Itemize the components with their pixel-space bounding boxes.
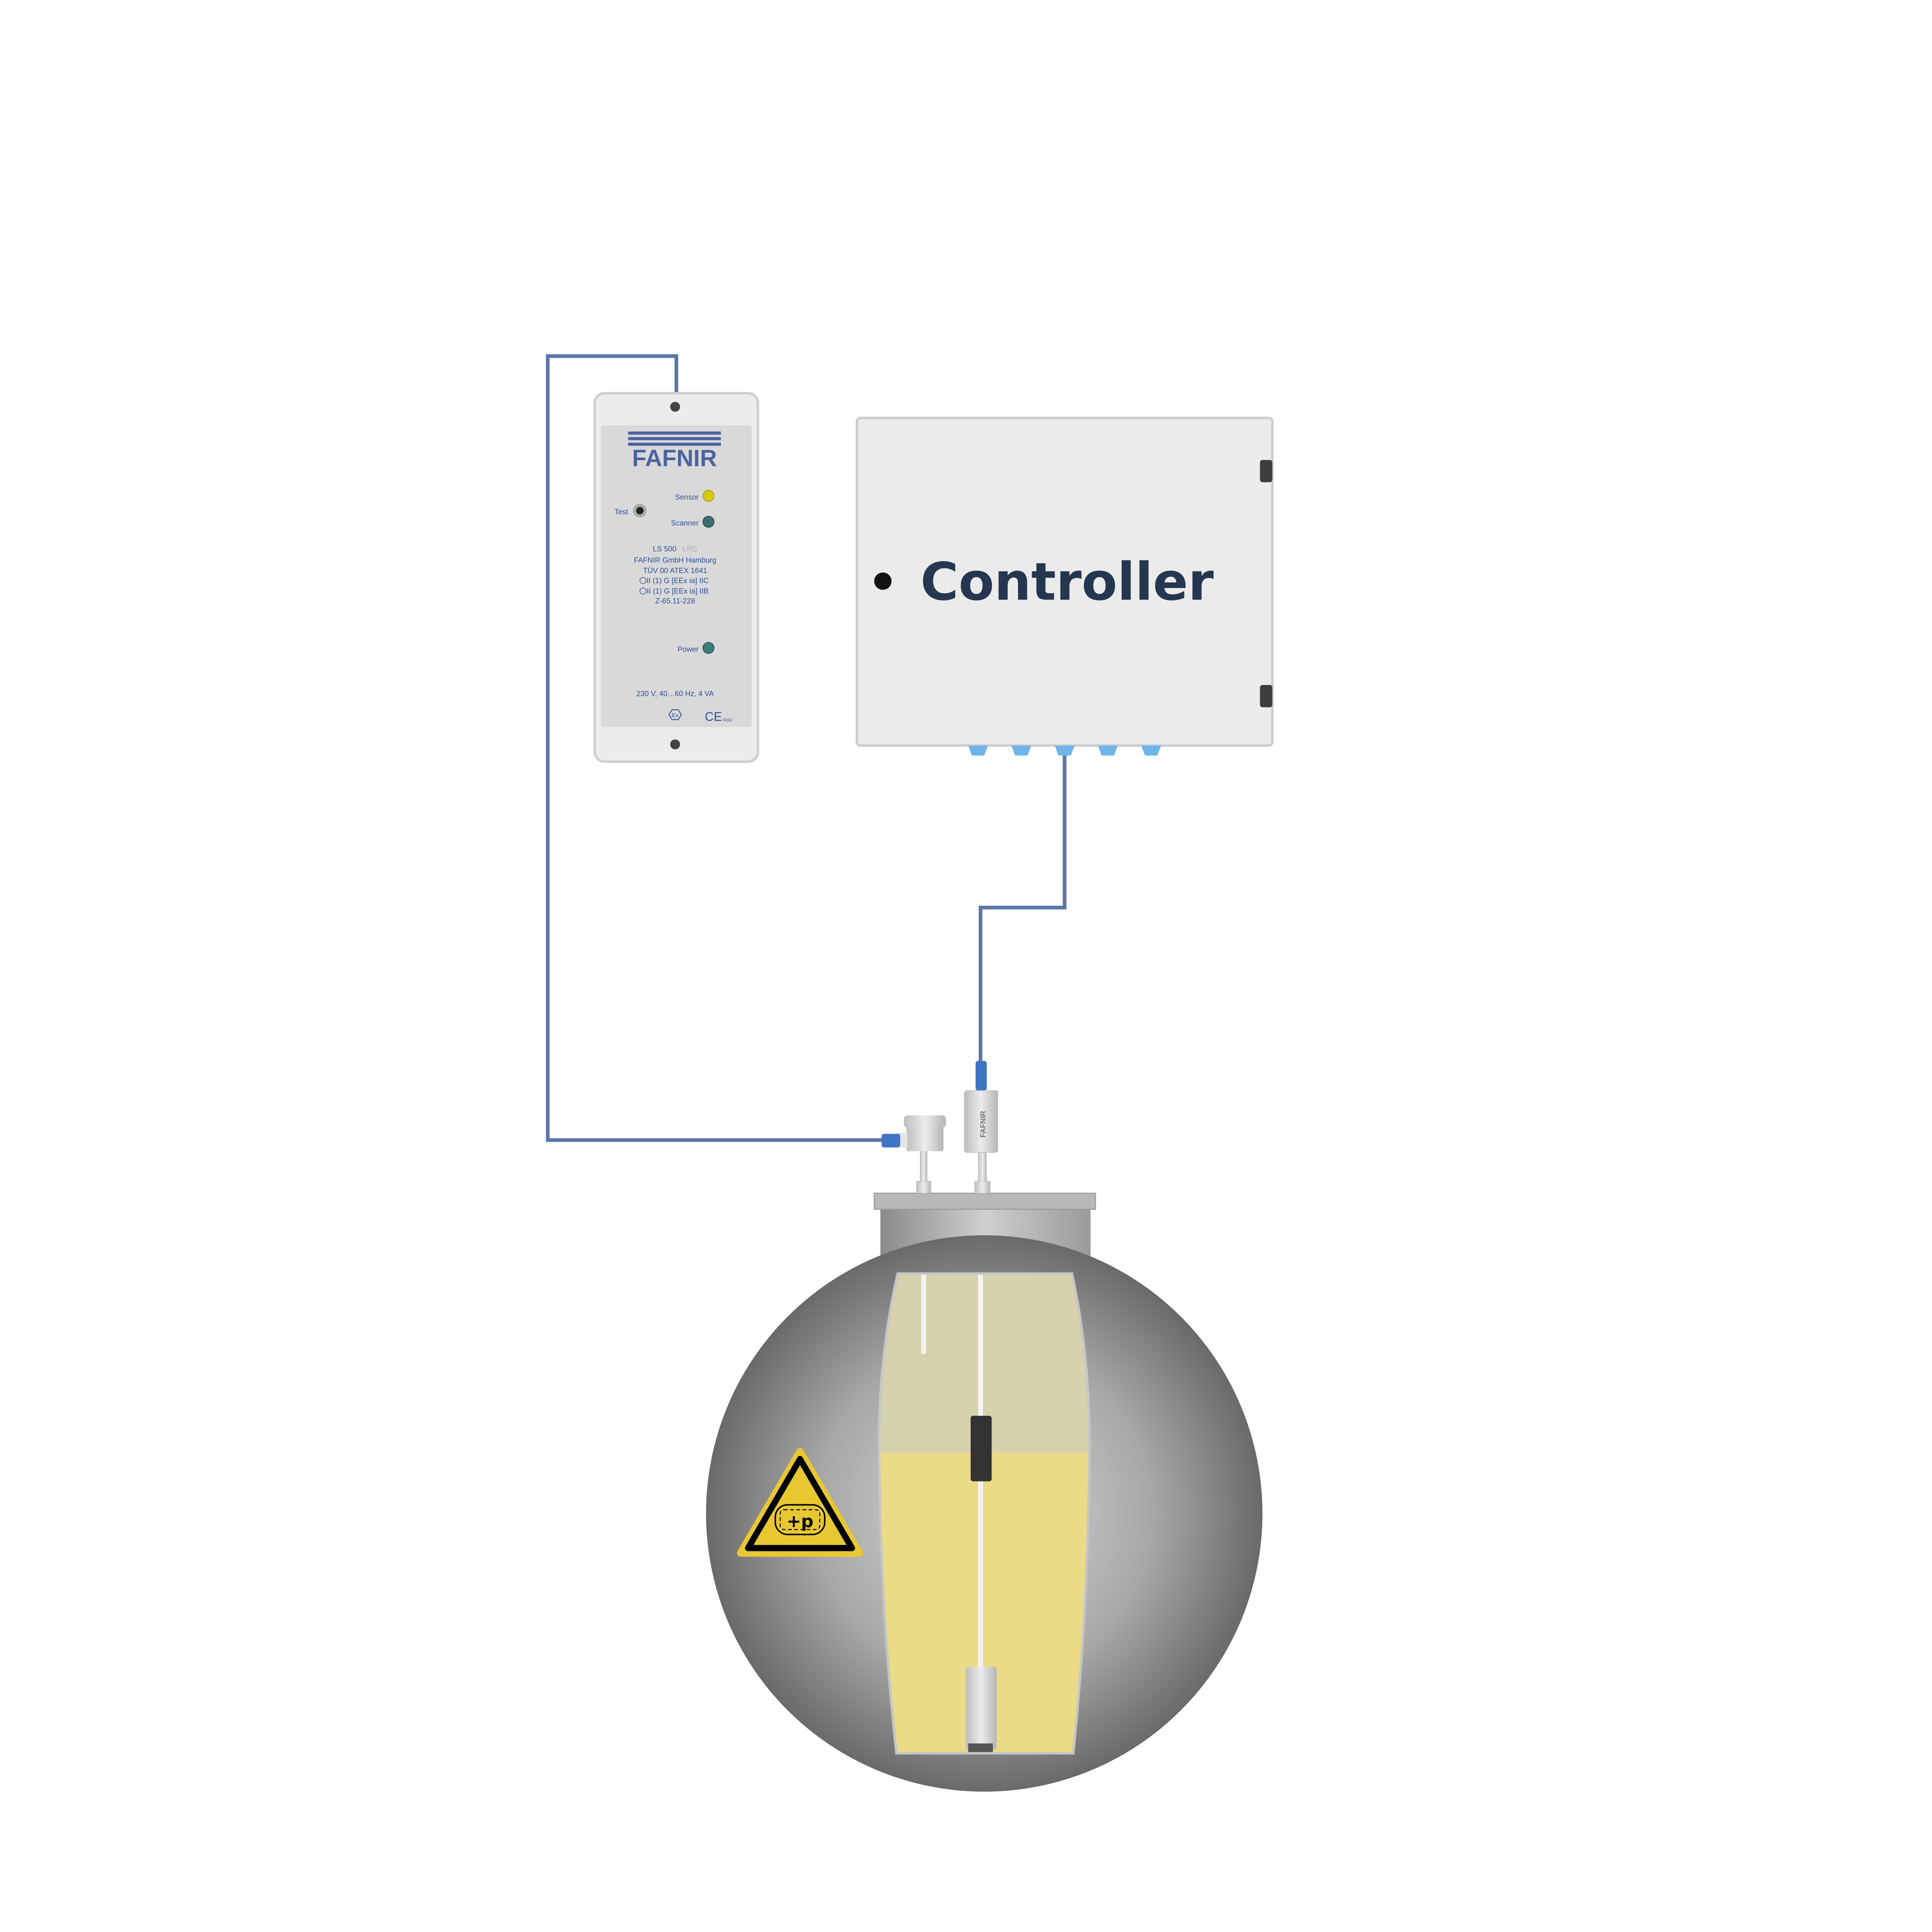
- controller-box: Controller: [855, 417, 1274, 756]
- info-line: FAFNIR GmbH Hamburg: [634, 556, 716, 565]
- screw-icon: [670, 402, 680, 412]
- sensor-label: Sensor: [675, 493, 699, 502]
- cable-controller-to-probe: [978, 755, 1066, 1063]
- cable-glands: [968, 745, 1161, 756]
- lock-icon: [874, 572, 892, 590]
- scanner-led-icon: [702, 516, 714, 528]
- ex-small-icon: [639, 587, 646, 595]
- power-label: Power: [678, 645, 699, 653]
- probe-foot: [966, 1667, 997, 1750]
- pressure-sensor: [881, 1115, 946, 1193]
- svg-text:+p: +p: [787, 1511, 814, 1531]
- info-line: II (1) G [EEx ia] IIC: [646, 577, 709, 585]
- ex-mark-icon: Ex: [668, 709, 682, 720]
- lpg-sphere-tank: [706, 1192, 1263, 1792]
- fafnir-logo: FAFNIR: [628, 431, 721, 471]
- gas-tube: [921, 1274, 926, 1354]
- svg-text:Ex: Ex: [672, 713, 679, 719]
- test-button[interactable]: [633, 504, 647, 518]
- controller-label: Controller: [920, 551, 1214, 612]
- power-led-icon: [702, 642, 714, 654]
- hinge-icon: [1260, 460, 1272, 482]
- sensor-led-icon: [702, 490, 714, 502]
- cable-gland-icon: [881, 1134, 900, 1148]
- svg-text:FAFNIR: FAFNIR: [632, 445, 717, 471]
- probe-rod: [978, 1274, 983, 1750]
- level-probe-head: FAFNIR: [964, 1061, 998, 1193]
- rating-label: 230 V, 40…60 Hz, 4 VA: [636, 690, 714, 698]
- info-line: II (1) G [EEx ia] IIB: [647, 587, 709, 595]
- connector-icon: [975, 1061, 987, 1091]
- info-line: TÜV 00 ATEX 1641: [643, 567, 707, 575]
- info-line: Z-65.11-228: [655, 597, 695, 605]
- ex-small-icon: [639, 577, 646, 584]
- screw-icon: [670, 739, 680, 750]
- tank-cutaway-window: [879, 1274, 1090, 1753]
- ce-number: 0032: [723, 718, 732, 723]
- overpressure-warning-sign: +p: [737, 1448, 863, 1557]
- svg-text:FAFNIR: FAFNIR: [979, 1111, 987, 1138]
- scanner-label: Scanner: [671, 519, 699, 527]
- ce-mark: CE: [705, 710, 722, 724]
- test-label: Test: [614, 508, 628, 516]
- cable-scanner-to-sensor: [546, 354, 884, 1142]
- hinge-icon: [1260, 685, 1272, 707]
- float: [971, 1416, 992, 1481]
